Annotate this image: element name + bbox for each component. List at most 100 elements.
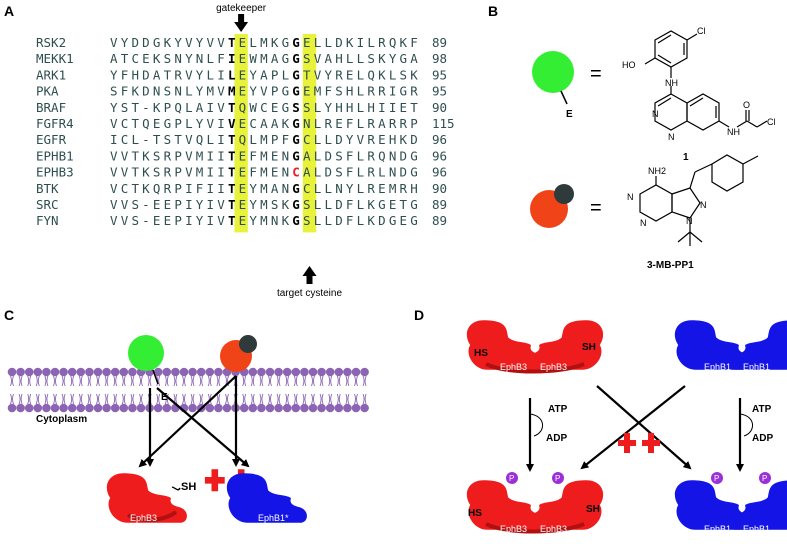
lipid-head-icon: [128, 403, 137, 413]
equals-sign-2: =: [590, 197, 602, 219]
lipid-head-icon: [325, 403, 335, 413]
svg-text:Cl: Cl: [697, 26, 706, 36]
ephb1-dimer-bottom: P P EphB1 EphB1: [674, 472, 787, 534]
lipid-head-icon: [317, 403, 326, 413]
svg-text:P: P: [555, 474, 560, 483]
compound-1-structure: [644, 30, 768, 131]
compound-1-id: 1: [683, 152, 689, 163]
thiol-right-label: SH: [582, 342, 596, 353]
sequence-position: 90: [432, 100, 447, 115]
ephb3-left-label: EphB3: [500, 362, 527, 372]
svg-text:NH: NH: [665, 78, 678, 88]
svg-text:N: N: [640, 218, 647, 228]
svg-text:HO: HO: [622, 60, 636, 70]
lipid-head-icon: [343, 403, 352, 413]
sequence-position: 96: [432, 132, 447, 147]
ephb1-mutant-label: EphB1*: [258, 513, 289, 523]
cytoplasm-label: Cytoplasm: [36, 414, 87, 425]
lipid-head-icon: [351, 403, 361, 413]
lipid-head-icon: [7, 367, 17, 377]
lipid-head-icon: [24, 367, 34, 377]
svg-text:NH: NH: [727, 127, 740, 137]
svg-text:O: O: [743, 100, 750, 110]
panel-a-label: A: [4, 3, 14, 19]
sequence-position: 90: [432, 181, 447, 196]
lipid-head-icon: [136, 403, 146, 413]
equals-sign: =: [590, 63, 602, 85]
phenol-ring-icon: [654, 30, 688, 68]
svg-text:ATP: ATP: [548, 404, 568, 415]
kinase-name: EPHB3: [36, 165, 74, 180]
cell-membrane: [7, 367, 369, 413]
compound-2-legend: =: [530, 184, 602, 228]
lipid-head-icon: [59, 403, 68, 413]
svg-text:EphB1: EphB1: [743, 524, 770, 534]
compound-1-atoms: Cl HO NH N N NH O Cl: [622, 26, 776, 142]
lipid-head-icon: [102, 403, 111, 413]
lipid-head-icon: [248, 403, 258, 413]
target-highlight: [302, 34, 317, 233]
lipid-head-icon: [248, 367, 258, 377]
sequence-position: 89: [432, 197, 447, 212]
target-cysteine-label: target cysteine: [277, 288, 342, 299]
target-arrow-icon: [302, 266, 317, 284]
compound-2-structure: [639, 154, 759, 246]
inhibition-cross-icon: [618, 433, 636, 453]
phospho-group-icon: [759, 472, 771, 484]
ephb3-dimer-bottom: P P HS SH EphB3 EphB3: [466, 472, 604, 534]
electrophile-tether-icon: [560, 90, 568, 105]
lipid-head-icon: [179, 367, 189, 377]
lipid-head-icon: [67, 403, 77, 413]
sequence-position: 96: [432, 165, 447, 180]
gatekeeper-label: gatekeeper: [216, 3, 267, 14]
lipid-head-icon: [300, 367, 309, 377]
pyrazole-ring-icon: [671, 187, 701, 219]
lipid-head-icon: [334, 367, 344, 377]
lipid-head-icon: [308, 367, 318, 377]
gatekeeper-arrow-icon: [234, 14, 249, 32]
lipid-head-icon: [196, 367, 206, 377]
panel-d-arrows: [526, 385, 744, 472]
block-crosses-d: [618, 433, 660, 453]
sequence-position: 89: [432, 213, 447, 228]
lipid-head-icon: [85, 403, 94, 413]
svg-text:HS: HS: [468, 508, 482, 519]
lipid-head-icon: [102, 367, 111, 377]
kinase-name: PKA: [36, 84, 59, 99]
svg-text:P: P: [509, 474, 514, 483]
svg-text:N: N: [652, 109, 659, 119]
svg-text:ATP: ATP: [752, 404, 772, 415]
kinase-name: EGFR: [36, 132, 67, 147]
lipid-head-icon: [274, 403, 283, 413]
inhibition-cross-icon: [642, 433, 660, 453]
lipid-head-icon: [50, 403, 60, 413]
lipid-head-icon: [308, 403, 318, 413]
electrophile-tether-icon-c: [152, 369, 159, 385]
pyrimidine-ring-icon: [639, 184, 673, 222]
lipid-head-icon: [162, 403, 172, 413]
lipid-head-icon: [317, 367, 326, 377]
lipid-head-icon: [162, 367, 172, 377]
svg-text:P: P: [714, 474, 719, 483]
lipid-head-icon: [265, 403, 275, 413]
compound-1-legend: E =: [532, 51, 602, 120]
lipid-head-icon: [291, 367, 301, 377]
lipid-head-icon: [325, 367, 335, 377]
lipid-head-icon: [214, 403, 223, 413]
compound-2-atoms: NH2 N N N N: [627, 166, 707, 228]
phospho-group-icon: [552, 472, 564, 484]
kinase-name: BRAF: [36, 100, 66, 115]
phospho-group-icon: [711, 472, 723, 484]
svg-text:N: N: [686, 216, 693, 226]
sequence-position: 95: [432, 67, 447, 82]
